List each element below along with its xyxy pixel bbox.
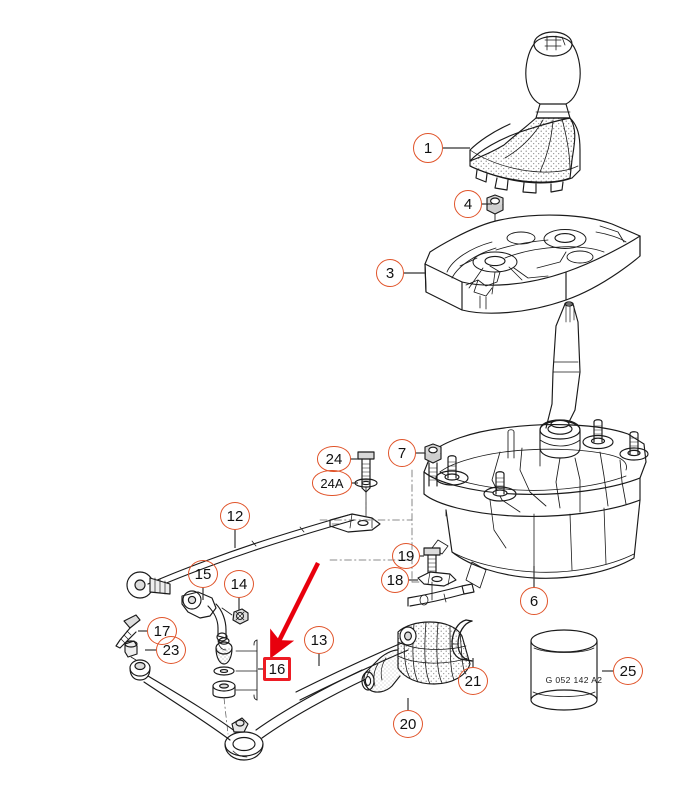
selector-cable xyxy=(407,583,475,607)
callout-label-12: 12 xyxy=(226,507,244,525)
sleeve-25 xyxy=(530,629,598,711)
callout-7[interactable]: 7 xyxy=(388,439,416,467)
callout-label-13: 13 xyxy=(310,631,328,649)
callout-label-4: 4 xyxy=(463,195,473,213)
mounting-plate-3 xyxy=(424,214,641,314)
callout-label-20: 20 xyxy=(399,715,417,733)
callout-4[interactable]: 4 xyxy=(454,190,482,218)
callout-label-16: 16 xyxy=(268,660,286,678)
callout-16[interactable]: 16 xyxy=(263,657,291,681)
callout-13[interactable]: 13 xyxy=(304,626,334,654)
hex-nut-7 xyxy=(424,443,442,487)
callout-12[interactable]: 12 xyxy=(220,502,250,530)
clip-18 xyxy=(417,571,457,587)
fastener-14 xyxy=(232,608,249,625)
bellows-code: G 052 142 A2 xyxy=(545,675,603,685)
callout-3[interactable]: 3 xyxy=(376,259,404,287)
callout-19[interactable]: 19 xyxy=(392,543,420,569)
callout-label-21: 21 xyxy=(464,672,482,690)
callout-label-24A: 24A xyxy=(320,475,344,491)
bushing-stack-16 xyxy=(212,637,258,701)
callout-25[interactable]: 25 xyxy=(613,657,643,685)
callout-15[interactable]: 15 xyxy=(188,560,218,588)
callout-label-15: 15 xyxy=(194,565,212,583)
lower-tie-rod xyxy=(129,656,369,761)
screw-17 xyxy=(115,614,141,649)
shift-rod-12 xyxy=(147,513,355,591)
callout-6[interactable]: 6 xyxy=(520,587,548,615)
callout-label-6: 6 xyxy=(529,592,539,610)
callout-23[interactable]: 23 xyxy=(156,636,186,664)
rod-end-bushing xyxy=(126,571,171,599)
callout-18[interactable]: 18 xyxy=(381,567,409,593)
callout-label-1: 1 xyxy=(423,139,433,157)
retaining-clip-21 xyxy=(451,619,473,662)
callout-label-19: 19 xyxy=(397,547,415,565)
callout-label-18: 18 xyxy=(386,571,404,589)
callout-label-7: 7 xyxy=(397,444,407,462)
callout-20[interactable]: 20 xyxy=(393,710,423,738)
callout-1[interactable]: 1 xyxy=(413,133,443,163)
callout-label-24: 24 xyxy=(325,450,343,468)
callout-24A[interactable]: 24A xyxy=(312,470,352,496)
callout-label-3: 3 xyxy=(385,264,395,282)
red-pointer-arrow xyxy=(270,561,321,659)
callout-label-14: 14 xyxy=(230,575,248,593)
shift-boot xyxy=(469,117,581,194)
callout-label-23: 23 xyxy=(162,641,180,659)
gear-knob xyxy=(525,31,581,119)
relay-lever-15 xyxy=(181,590,228,651)
cable-bracket xyxy=(329,513,381,533)
shift-lever-rod xyxy=(545,301,581,435)
screw-19 xyxy=(423,547,441,579)
callout-24[interactable]: 24 xyxy=(317,446,351,472)
shift-housing-6 xyxy=(423,419,649,589)
hex-nut-4 xyxy=(486,194,504,247)
bushing-23 xyxy=(124,640,138,658)
callout-14[interactable]: 14 xyxy=(224,570,254,598)
callout-label-25: 25 xyxy=(619,662,637,680)
callout-21[interactable]: 21 xyxy=(458,667,488,695)
